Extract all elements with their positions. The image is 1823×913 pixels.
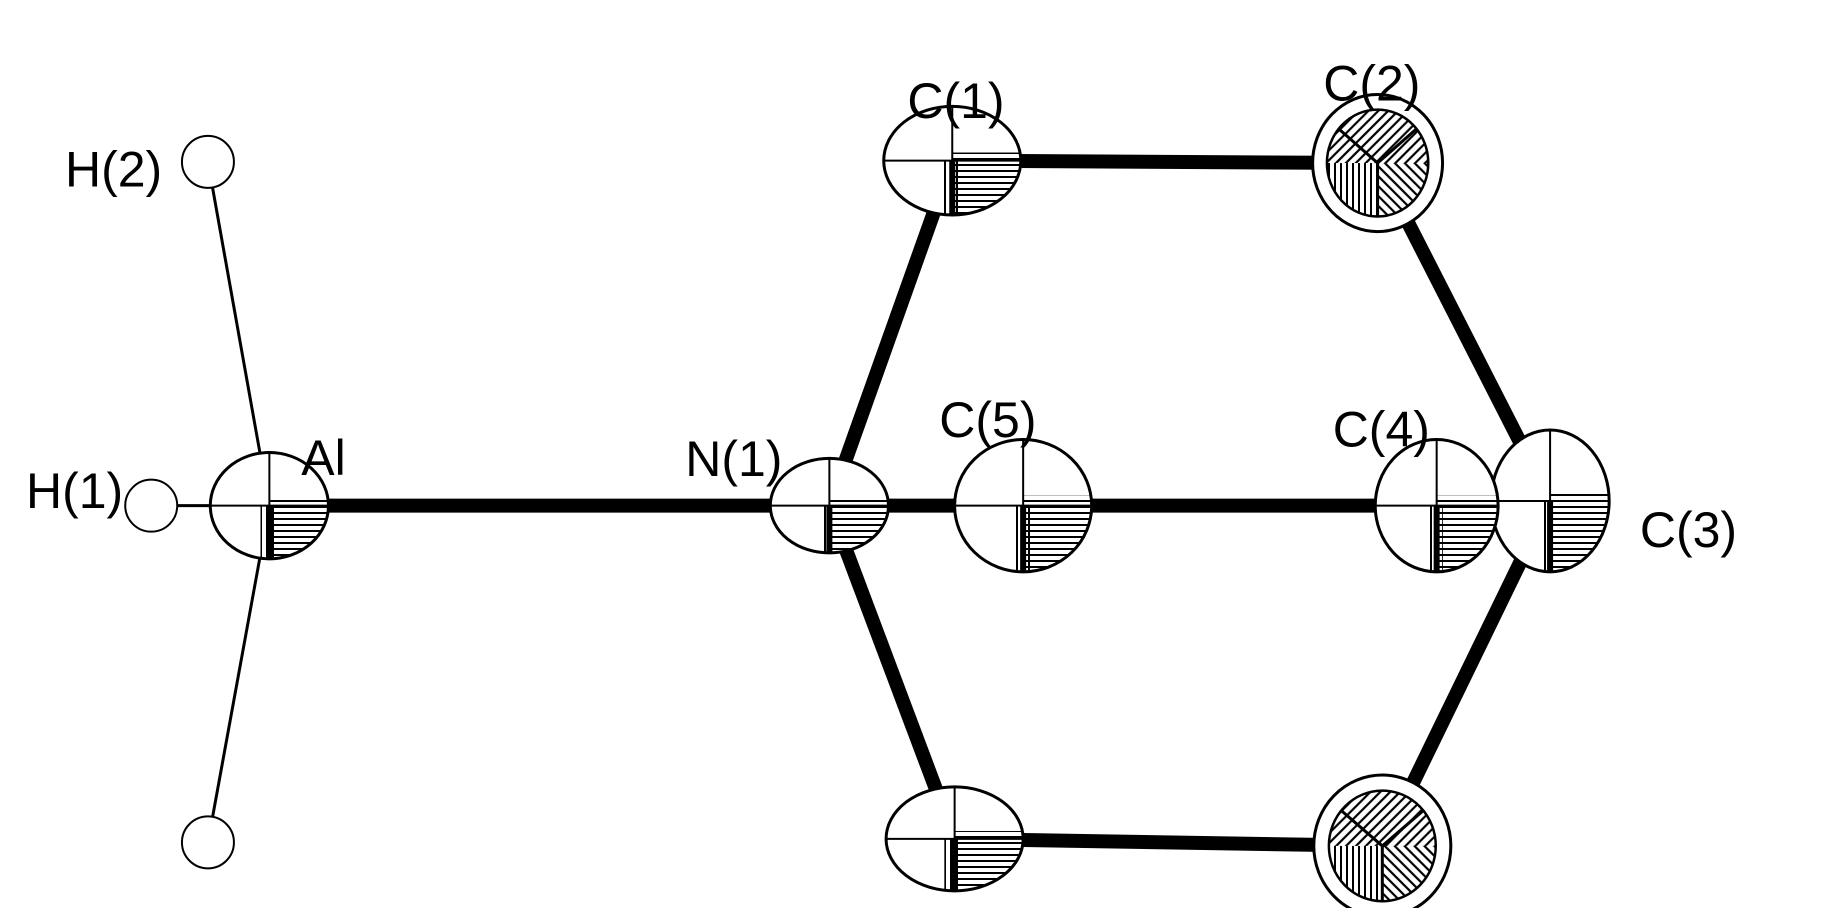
- bond-al-h3: [206, 505, 271, 843]
- atom-label-c2: C(2): [1323, 55, 1420, 111]
- atom-label-c4: C(4): [1333, 402, 1430, 458]
- bond-c1-c2: [952, 153, 1378, 171]
- atom-label-c5: C(5): [939, 392, 1036, 448]
- atom-c5-ellipsoid: [953, 438, 1094, 574]
- bond-c1b-c2b: [954, 831, 1383, 853]
- atom-h3-sphere: [180, 815, 235, 870]
- atom-label-h1: H(1): [26, 463, 123, 519]
- atom-label-h2: H(2): [65, 142, 162, 198]
- atom-c2b-ellipsoid: [1312, 773, 1453, 913]
- atom-label-c1: C(1): [907, 73, 1004, 129]
- bond-n1-c1b: [822, 503, 962, 842]
- bond-al-h2: [206, 161, 271, 506]
- labels-layer: AlH(1) H(2) N(1) C(1) C(2) C(3) C(4) C(5): [26, 55, 1737, 558]
- atom-label-c3: C(3): [1640, 502, 1737, 558]
- atom-c3-ellipsoid: [1489, 428, 1611, 574]
- atom-n1-ellipsoid: [768, 456, 890, 555]
- atom-c1b-ellipsoid: [884, 785, 1025, 893]
- atom-label-al: Al: [301, 430, 345, 486]
- bond-n1-c1: [822, 158, 959, 509]
- atoms-layer: [124, 93, 1611, 913]
- atom-c4-ellipsoid: [1373, 438, 1500, 574]
- atom-label-n1: N(1): [685, 431, 782, 487]
- atom-c2-ellipsoid: [1311, 93, 1445, 234]
- atom-h1-sphere: [124, 478, 179, 533]
- atom-h2-sphere: [180, 134, 235, 189]
- atom-c1-ellipsoid: [882, 104, 1023, 217]
